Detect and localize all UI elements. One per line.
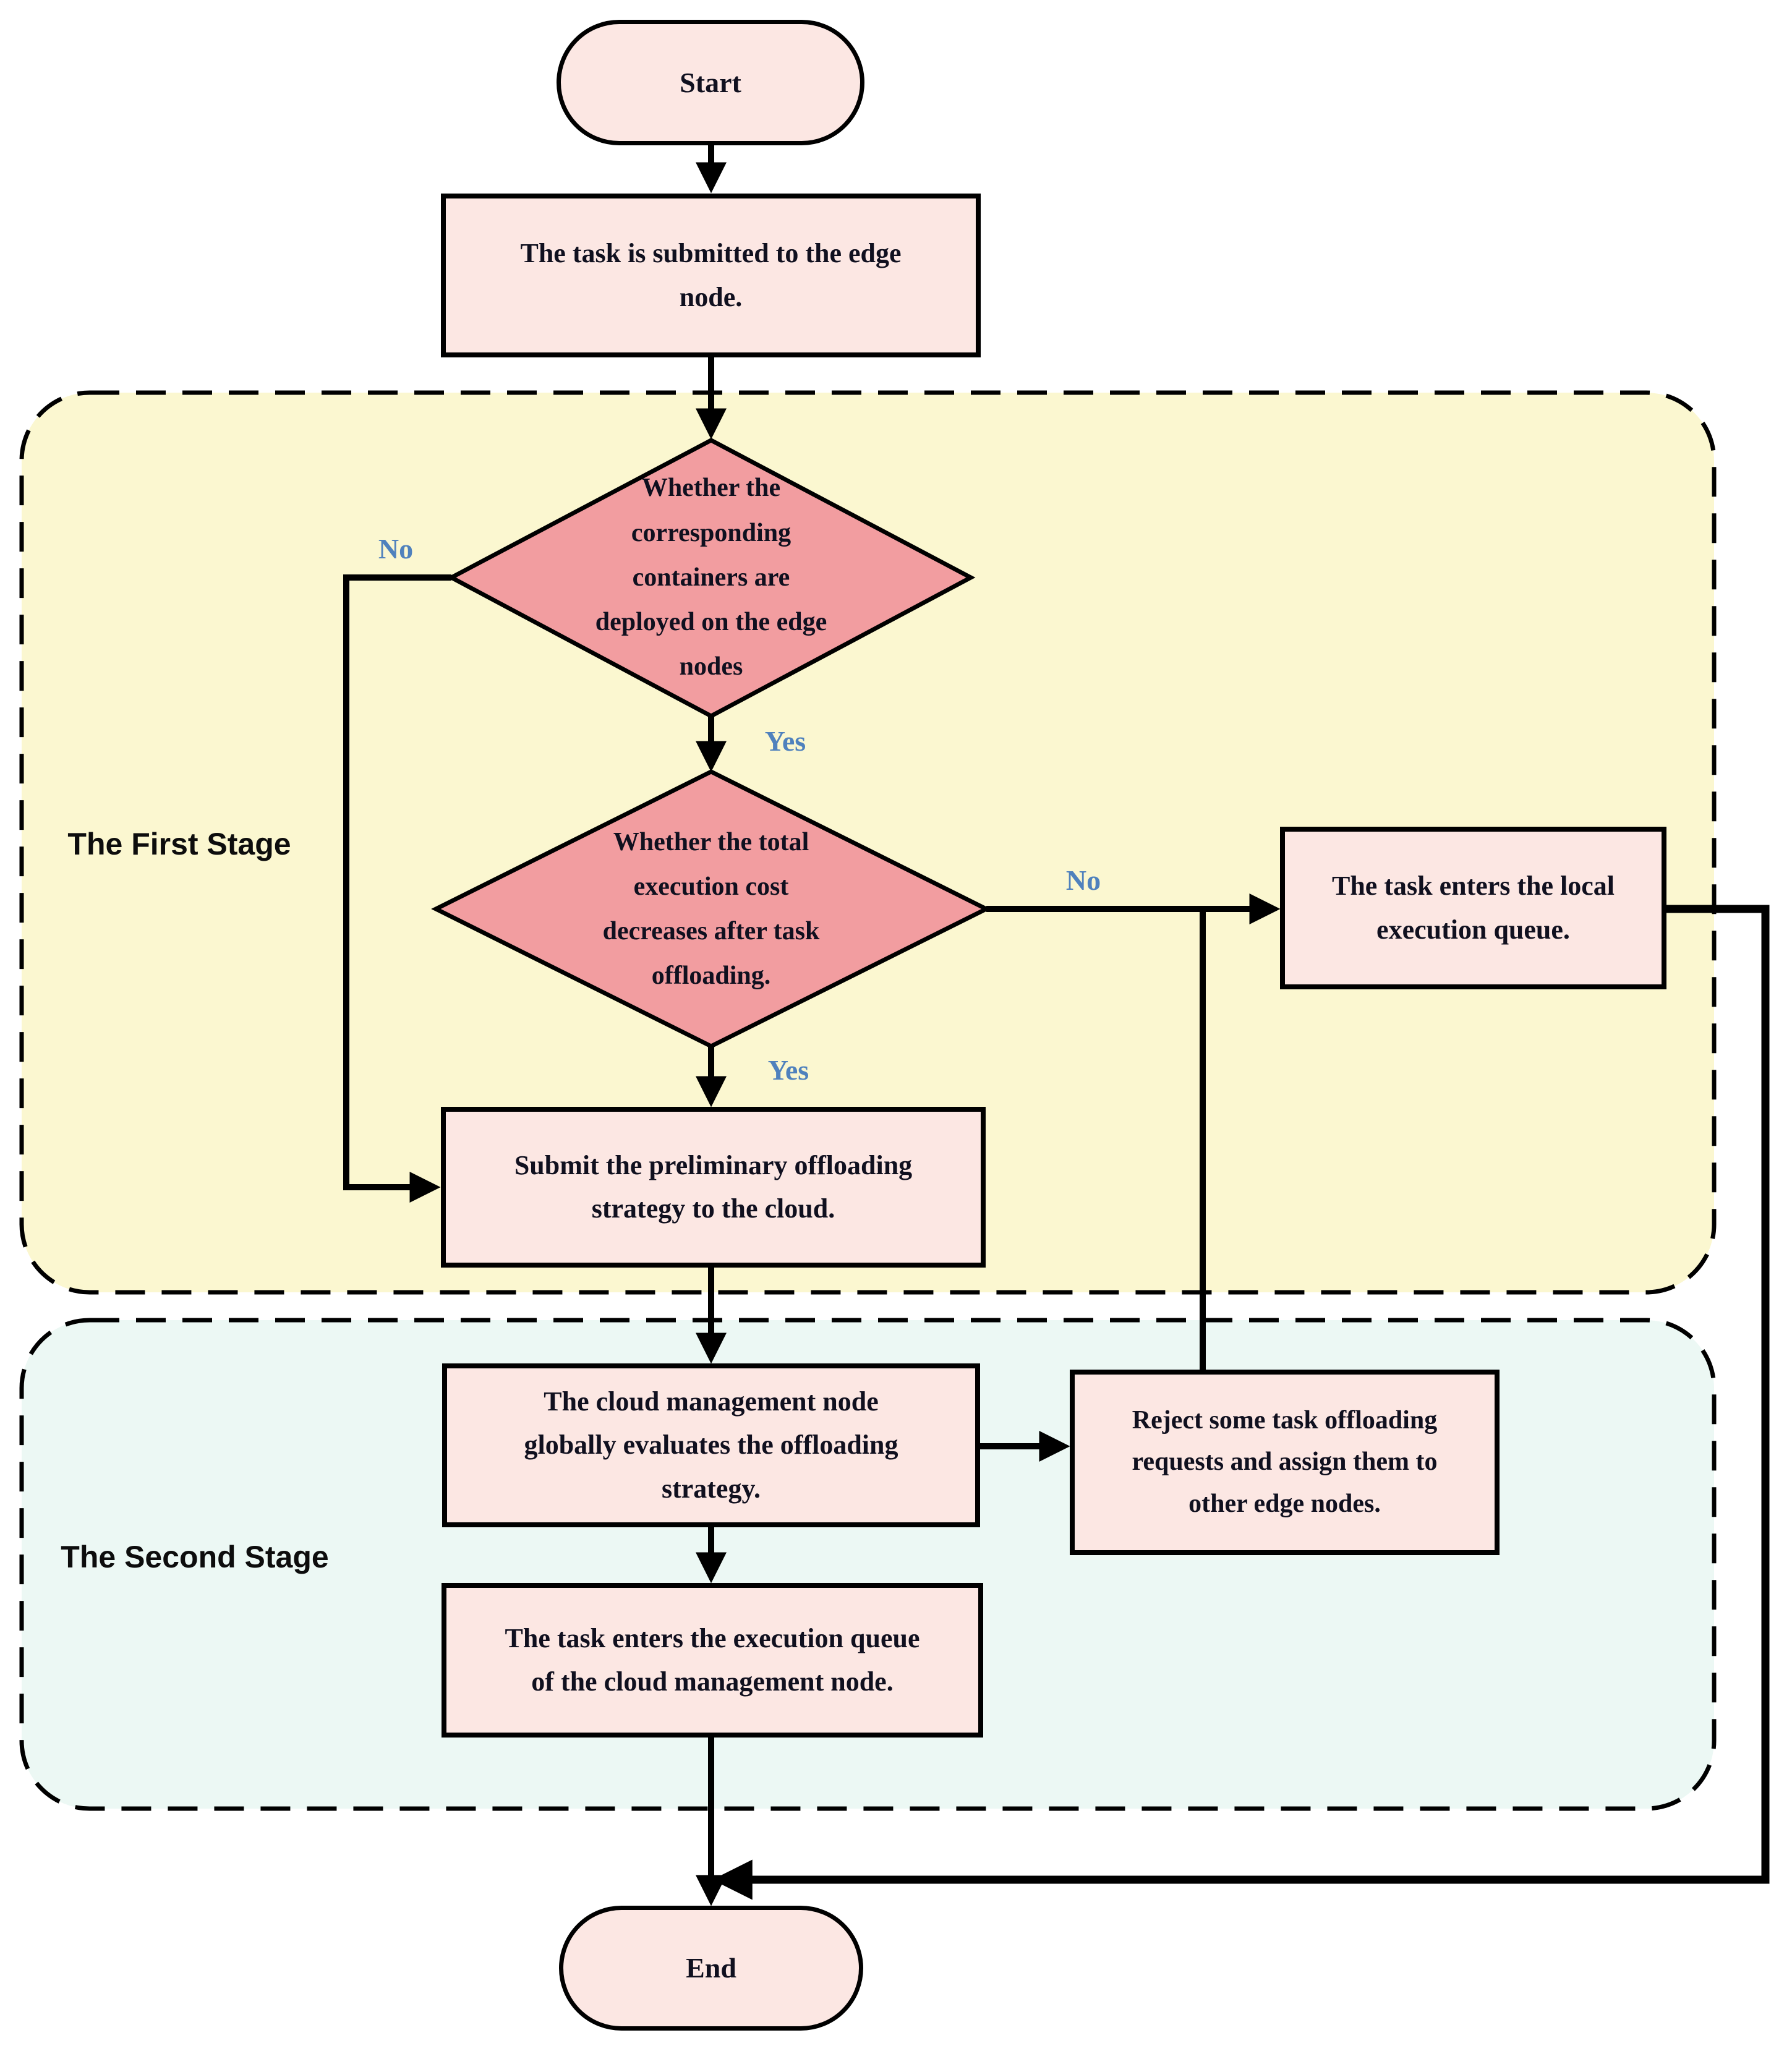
branch-label-no-cost: No [1065, 864, 1101, 896]
end-node: End [559, 1906, 863, 2031]
start-node: Start [557, 20, 864, 145]
branch-label-yes-cost: Yes [767, 1054, 809, 1086]
local-queue-node: The task enters the local execution queu… [1280, 827, 1666, 989]
second-stage-label: The Second Stage [61, 1540, 329, 1574]
first-stage-region [19, 390, 1717, 1295]
reject-requests-node: Reject some task offloading requests and… [1070, 1370, 1500, 1555]
cloud-queue-node: The task enters the execution queue of t… [442, 1583, 983, 1738]
decision-cost-decreases-shape [431, 769, 991, 1049]
arrow-local-queue-merge-to-end [712, 905, 1770, 1900]
branch-label-yes-containers: Yes [764, 725, 806, 757]
cloud-evaluates-node: The cloud management node globally evalu… [442, 1363, 980, 1527]
task-submitted-node: The task is submitted to the edge node. [441, 194, 981, 357]
submit-strategy-node: Submit the preliminary offloading strate… [441, 1107, 986, 1268]
branch-label-no-containers: No [378, 532, 414, 565]
decision-cost-decreases-text: Whether the total execution cost decreas… [602, 827, 820, 991]
first-stage-label: The First Stage [67, 827, 291, 861]
decision-containers-deployed-text: Whether the corresponding containers are… [595, 474, 827, 681]
arrow-decision1-no-to-submit-strategy [343, 574, 451, 1203]
decision-containers-deployed-shape [446, 438, 976, 718]
